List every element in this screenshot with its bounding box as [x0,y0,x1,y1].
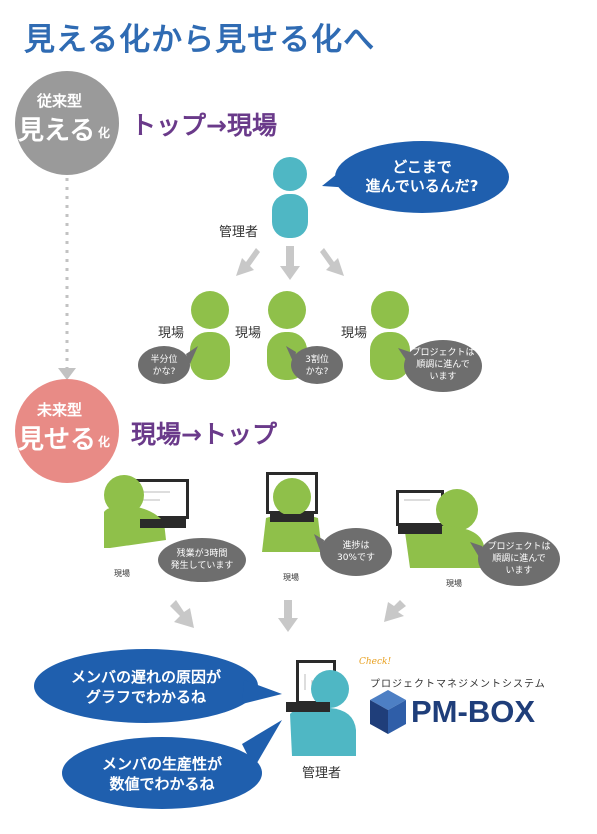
flow-bottom-up: 現場→トップ [131,420,277,449]
manager-speech-bubble [322,141,509,213]
old-style-label-top: 従来型 [37,92,83,110]
new-style-label-suffix: 化 [98,435,111,449]
product-subtitle: プロジェクトマネジメントシステム [370,679,546,690]
new-site-bubble-text-1: 残業が3時間発生しています [170,549,234,571]
connector-arrowhead [58,368,76,380]
bottom-bubbles [34,649,282,809]
bottom-manager-label: 管理者 [302,766,342,781]
bottom-bubble-text-1: メンバの遅れの原因がグラフでわかるね [70,668,221,706]
old-site-label-1: 現場 [158,326,185,341]
manager-question-text: どこまで 進んでいるんだ? [365,158,479,195]
bottom-bubble-text-2: メンバの生産性が数値でわかるね [101,755,222,793]
old-site-label-2: 現場 [235,326,262,341]
new-style-label-main: 見せる [18,425,97,455]
old-site-bubbles [138,340,482,392]
page-title: 見える化から見せる化へ [24,22,376,58]
new-site-bubble-text-3: プロジェクトは順調に進んでいます [487,542,551,576]
old-site-bubble-text-3: プロジェクトは順調に進んでいます [411,348,475,382]
flow-top-down: トップ→現場 [131,111,277,140]
new-site-label-2: 現場 [283,573,299,582]
bottom-arrows [170,600,406,632]
old-site-bubble-text-1: 半分位かな? [150,355,178,377]
check-label: Check! [359,657,392,667]
old-site-label-3: 現場 [341,326,368,341]
old-site-people [190,291,410,380]
old-style-circle [15,71,119,175]
new-style-circle [15,379,119,483]
bottom-manager-figure [286,660,356,756]
pmbox-logo-icon [370,690,406,734]
top-manager-label: 管理者 [219,225,259,240]
old-style-label-main: 見える [18,116,96,146]
old-style-label-suffix: 化 [98,126,111,140]
new-site-bubbles [158,528,560,586]
new-site-people [104,475,484,568]
top-manager-figure [272,157,308,238]
top-down-arrows [236,246,344,280]
new-site-label-3: 現場 [446,579,462,588]
new-site-label-1: 現場 [114,569,130,578]
new-style-label-top: 未来型 [37,401,83,419]
old-site-bubble-text-2: 3割位かな? [305,355,329,377]
keyboards [140,514,442,534]
product-name: PM-BOX [411,694,535,729]
